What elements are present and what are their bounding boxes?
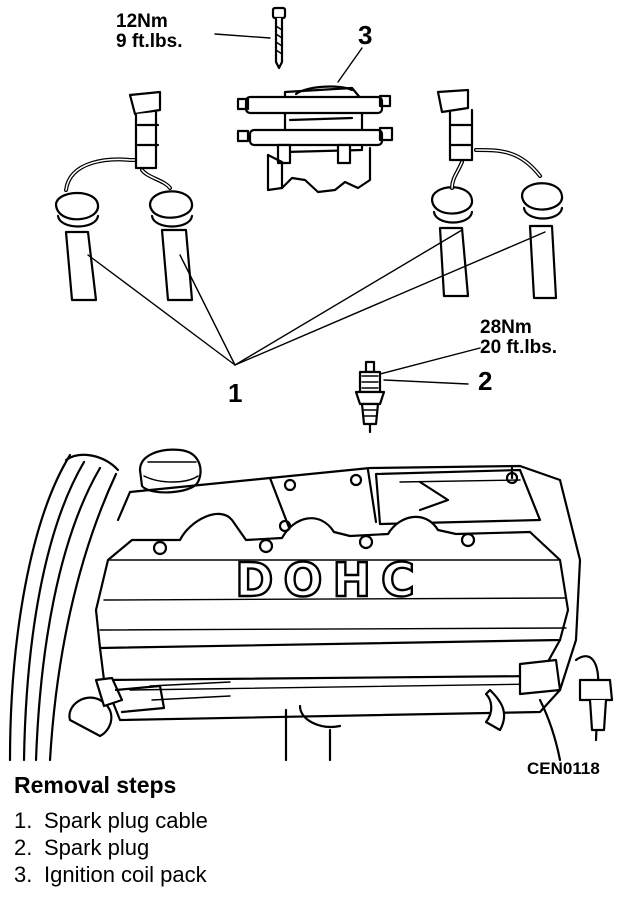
removal-step: 3. Ignition coil pack: [14, 861, 208, 888]
coil-mounting-bolt: [214, 6, 287, 70]
removal-step-text: Spark plug: [44, 835, 150, 860]
callout-1: 1: [228, 378, 243, 408]
coil-bolt-torque-ftlbs: 9 ft.lbs.: [116, 30, 183, 52]
dohc-text: DOHC: [235, 553, 425, 607]
spark-plug-torque-nm: 28Nm: [480, 317, 532, 338]
removal-step-number: 1.: [14, 808, 33, 833]
coil-bolt-torque-nm: 12Nm: [116, 11, 168, 32]
removal-step-number: 2.: [14, 835, 33, 860]
removal-steps: Removal steps 1. Spark plug cable 2. Spark…: [14, 772, 208, 888]
removal-step-text: Spark plug cable: [44, 808, 208, 833]
removal-step: 1. Spark plug cable: [14, 807, 208, 834]
figure-code: CEN0118: [527, 759, 600, 778]
removal-step-number: 3.: [14, 862, 33, 887]
callout-2: 2: [478, 366, 493, 396]
spark-plug-torque-label: 28Nm 20 ft.lbs.: [480, 318, 557, 358]
removal-step: 2. Spark plug: [14, 834, 208, 861]
callout-3-leader: [337, 47, 363, 83]
ignition-coil-pack: [236, 85, 394, 194]
engine-assembly: [8, 448, 614, 762]
spark-plug-cables: [54, 88, 564, 302]
spark-plug-torque-ftlbs: 20 ft.lbs.: [480, 336, 558, 358]
removal-steps-title: Removal steps: [14, 772, 177, 798]
callout-3: 3: [358, 20, 373, 50]
removal-steps-list: 1. Spark plug cable 2. Spark plug 3. Igniti…: [14, 807, 208, 888]
spark-plug: [354, 347, 481, 434]
removal-step-text: Ignition coil pack: [44, 862, 207, 887]
callout-1-leaders: [87, 229, 546, 366]
coil-bolt-torque-label: 12Nm 9 ft.lbs.: [116, 12, 183, 52]
